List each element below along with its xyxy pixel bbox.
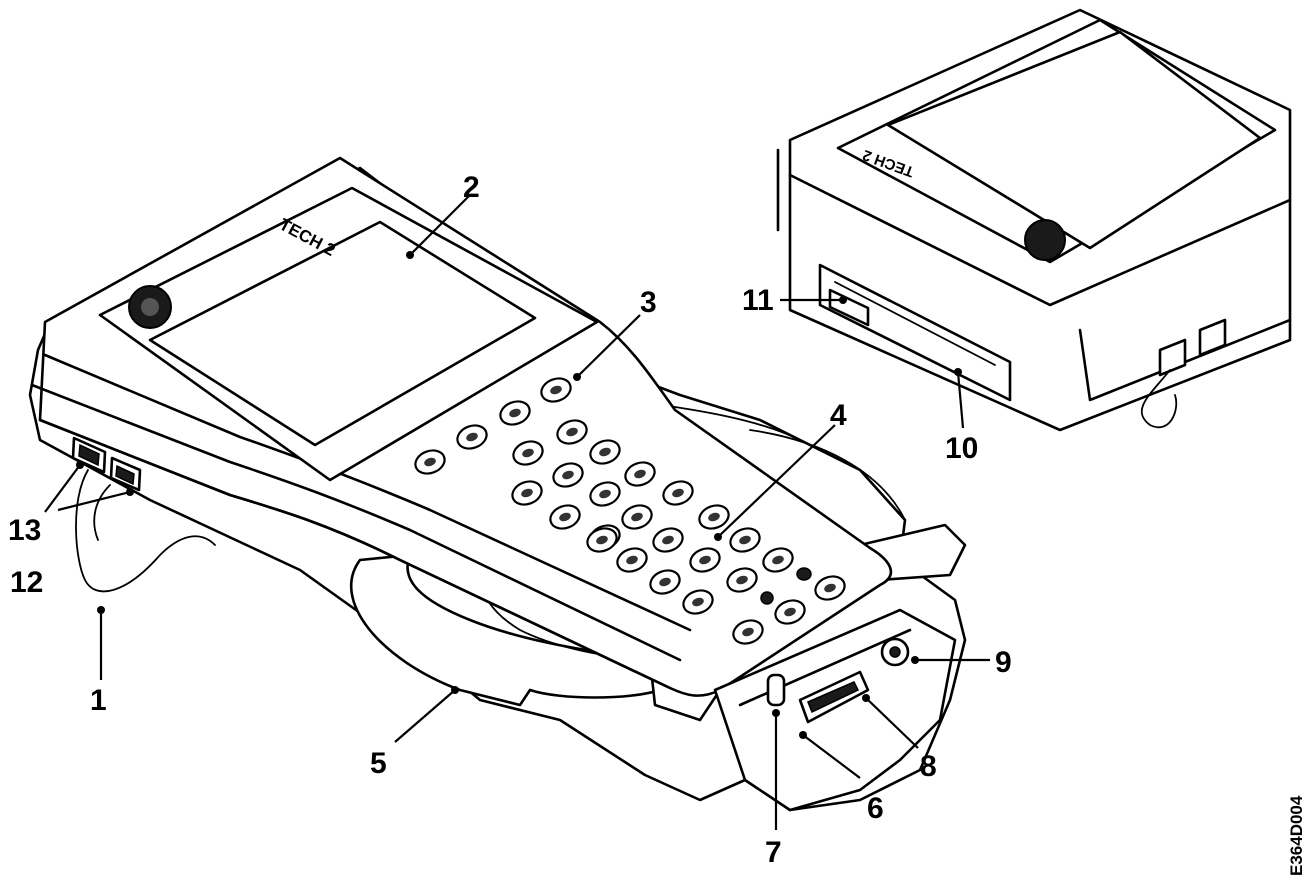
- keypad-key-glyph: [736, 575, 748, 585]
- keypad-key-glyph: [424, 457, 436, 467]
- callout-2: 2: [463, 171, 480, 204]
- keypad-key-glyph: [742, 627, 754, 637]
- inset-power-led: [1024, 219, 1066, 261]
- keypad-key-glyph: [634, 469, 646, 479]
- callout-10: 10: [945, 432, 978, 465]
- keypad-key-glyph: [596, 535, 608, 545]
- callout-7: 7: [765, 836, 782, 869]
- keypad-key-glyph: [739, 535, 751, 545]
- keypad-key-glyph: [824, 583, 836, 593]
- leader-lines: [44, 194, 990, 830]
- keypad-key-glyph: [626, 555, 638, 565]
- callout-1: 1: [90, 684, 107, 717]
- inset-device: TECH 2: [776, 8, 1292, 432]
- keypad-key-glyph: [566, 427, 578, 437]
- keypad-key-glyph: [699, 555, 711, 565]
- callout-labels: 1 2 3 4 5 6 7 8 9 10 11 12 13: [8, 171, 1012, 869]
- callout-12: 12: [10, 566, 43, 599]
- callout-6: 6: [867, 792, 884, 825]
- callout-4: 4: [830, 399, 847, 432]
- figure-code: E364D004: [1287, 795, 1306, 876]
- callout-9: 9: [995, 646, 1012, 679]
- keypad-key-glyph: [692, 597, 704, 607]
- callout-5: 5: [370, 747, 387, 780]
- callout-3: 3: [640, 286, 657, 319]
- keypad-key-glyph: [466, 432, 478, 442]
- keypad-key-glyph: [550, 385, 562, 395]
- screen: [148, 220, 537, 447]
- keypad-key-glyph: [659, 577, 671, 587]
- keypad-key-glyph: [562, 470, 574, 480]
- keypad-key-glyph: [708, 512, 720, 522]
- main-device: TECH 2: [28, 156, 967, 812]
- keypad-key-glyph: [631, 512, 643, 522]
- keypad-key-glyph: [599, 447, 611, 457]
- keypad: [414, 377, 846, 645]
- callout-13: 13: [8, 514, 41, 547]
- keypad-key-glyph: [772, 555, 784, 565]
- callout-11: 11: [742, 284, 774, 317]
- keypad-key-glyph: [521, 488, 533, 498]
- keypad-key-glyph: [662, 535, 674, 545]
- keypad-key-glyph: [672, 488, 684, 498]
- keypad-key-glyph: [509, 408, 521, 418]
- keypad-key-glyph: [559, 512, 571, 522]
- callout-8: 8: [920, 750, 937, 783]
- latch-pin: [766, 673, 786, 707]
- keypad-key-glyph: [784, 607, 796, 617]
- keypad-key-glyph: [522, 448, 534, 458]
- keypad-key-glyph: [599, 489, 611, 499]
